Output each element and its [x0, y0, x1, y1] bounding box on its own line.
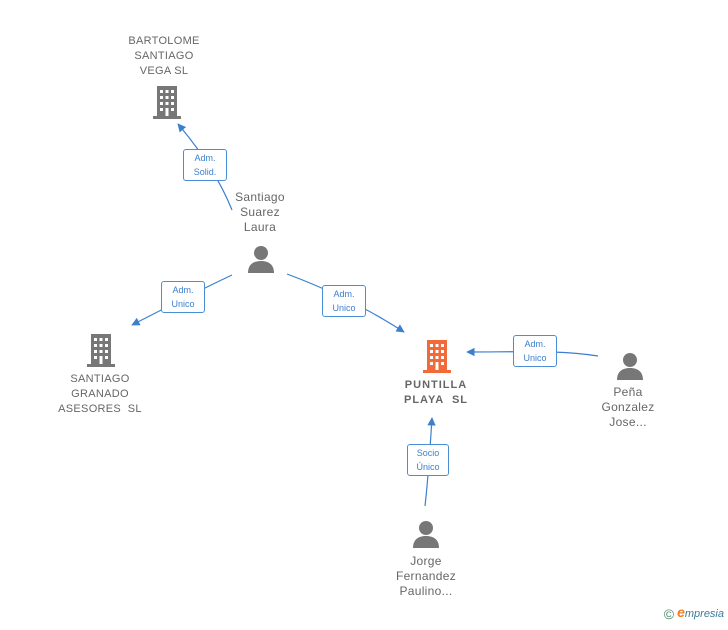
edge-label-line: Adm. — [333, 289, 355, 299]
node-label-line: ASESORES SL — [58, 403, 142, 415]
edge-label-adm-unico-puntilla[interactable]: Adm. Unico — [322, 285, 366, 317]
node-label-santiago-suarez[interactable]: Santiago Suarez Laura — [212, 190, 308, 235]
building-icon[interactable] — [151, 84, 183, 120]
node-label-line: Fernandez — [395, 569, 457, 583]
node-label-line: PUNTILLA — [404, 379, 468, 391]
edge-label-line: Socio — [416, 448, 440, 458]
edge-label-adm-unico-pena[interactable]: Adm. Unico — [513, 335, 557, 367]
brand-e: e — [677, 603, 685, 620]
edge-label-line: Solid. — [193, 167, 217, 177]
node-label-line: Peña — [613, 385, 643, 399]
edge-label-adm-solid[interactable]: Adm. Solid. — [183, 149, 227, 181]
building-icon-main[interactable] — [421, 338, 453, 374]
node-label-line: Laura — [243, 220, 277, 234]
node-label-line: Suarez — [240, 205, 280, 219]
node-label-jorge[interactable]: Jorge Fernandez Paulino... — [378, 554, 474, 599]
empresia-logo: © empresia — [664, 604, 724, 622]
edge-label-line: Adm. — [172, 285, 194, 295]
node-label-pena[interactable]: Peña Gonzalez Jose... — [584, 385, 672, 430]
node-label-puntilla[interactable]: PUNTILLA PLAYA SL — [376, 378, 496, 408]
edge-label-line: Unico — [523, 353, 547, 363]
node-label-line: SANTIAGO — [70, 373, 130, 385]
node-label-line: BARTOLOME — [128, 35, 200, 47]
node-label-line: Jose... — [609, 415, 647, 429]
building-icon[interactable] — [85, 332, 117, 368]
edge-label-line: Unico — [171, 299, 195, 309]
brand-text: mpresia — [684, 607, 724, 620]
node-label-line: Gonzalez — [601, 400, 655, 414]
person-icon[interactable] — [615, 351, 645, 381]
node-label-santiago-granado[interactable]: SANTIAGO GRANADO ASESORES SL — [40, 372, 160, 417]
node-label-line: PLAYA SL — [403, 394, 469, 406]
person-icon[interactable] — [411, 519, 441, 549]
edge-label-line: Unico — [332, 303, 356, 313]
node-label-line: Jorge — [410, 554, 442, 568]
node-label-line: Paulino... — [399, 584, 453, 598]
node-label-bartolome[interactable]: BARTOLOME SANTIAGO VEGA SL — [104, 34, 224, 79]
node-label-line: VEGA SL — [139, 65, 189, 77]
node-label-line: Santiago — [235, 190, 285, 204]
edge-label-socio-unico[interactable]: Socio Único — [407, 444, 449, 476]
edge-label-line: Adm. — [524, 339, 546, 349]
copyright-icon: © — [663, 606, 675, 622]
node-label-line: SANTIAGO — [134, 50, 194, 62]
edge-label-line: Adm. — [194, 153, 216, 163]
edge-label-adm-unico-granado[interactable]: Adm. Unico — [161, 281, 205, 313]
person-icon[interactable] — [246, 244, 276, 274]
edge-label-line: Único — [416, 462, 440, 472]
node-label-line: GRANADO — [71, 388, 129, 400]
